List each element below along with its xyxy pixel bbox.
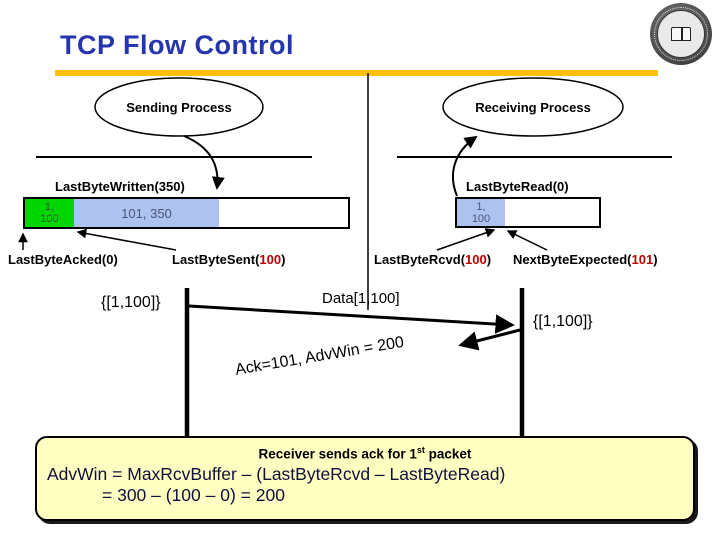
label-text: )	[486, 252, 492, 267]
receiver-buffer-box: 1, 100	[455, 197, 601, 228]
last-byte-sent-label: LastByteSent(100)	[172, 252, 285, 267]
label-value: 100	[259, 252, 282, 267]
sending-process-label: Sending Process	[126, 100, 232, 115]
advwin-formula-line: AdvWin = MaxRcvBuffer – (LastByteRcvd – …	[47, 463, 506, 484]
sender-window-label: {[1,100]}	[101, 294, 161, 311]
sender-acked-segment: 1, 100	[25, 199, 74, 227]
rcvd-pointer-arrow	[436, 228, 496, 251]
label-value: 101	[631, 252, 654, 267]
label-text: )	[653, 252, 658, 267]
sent-pointer-arrow	[76, 228, 177, 251]
title-underline	[55, 70, 658, 76]
heading-text: packet	[424, 446, 472, 462]
expected-pointer-arrow	[506, 230, 548, 251]
segment-range-line: 100	[471, 212, 491, 225]
receiver-window-label: {[1,100]}	[533, 313, 593, 330]
process-write-arrow	[183, 135, 225, 190]
university-seal-logo	[650, 3, 712, 65]
receiving-process-label: Receiving Process	[475, 100, 591, 115]
ack-message-arrow	[458, 328, 521, 351]
seal-text-ring	[654, 7, 708, 61]
label-text: LastByteRcvd(	[374, 252, 466, 267]
label-text: NextByteExpected(	[513, 252, 632, 267]
last-byte-acked-label: LastByteAcked(0)	[8, 252, 118, 267]
data-message-arrow	[188, 304, 515, 334]
label-text: )	[281, 252, 286, 267]
explanation-callout-box: Receiver sends ack for 1st packet AdvWin…	[35, 436, 695, 521]
data-message-label: Data[1,100]	[322, 290, 400, 307]
ack-message-label: Ack=101, AdvWin = 200	[234, 333, 406, 379]
page-title: TCP Flow Control	[60, 30, 294, 60]
segment-range: 101, 350	[121, 205, 172, 221]
receiver-received-segment: 1, 100	[457, 199, 505, 226]
segment-range-line: 1,	[476, 200, 486, 213]
next-byte-expected-label: NextByteExpected(101)	[513, 252, 658, 267]
label-value: 100	[465, 252, 487, 267]
callout-heading: Receiver sends ack for 1st packet	[47, 441, 683, 464]
heading-text: Receiver sends ack for 1	[258, 446, 417, 462]
advwin-result-line: = 300 – (100 – 0) = 200	[102, 484, 285, 505]
sender-buffer-box: 1, 100 101, 350	[23, 197, 350, 229]
heading-superscript: st	[416, 445, 425, 455]
segment-range-line: 1,	[44, 201, 55, 213]
last-byte-rcvd-label: LastByteRcvd(100)	[374, 252, 491, 267]
open-book-icon	[671, 27, 691, 41]
last-byte-written-label: LastByteWritten(350)	[55, 179, 185, 194]
label-text: LastByteSent(	[172, 252, 260, 267]
last-byte-read-label: LastByteRead(0)	[466, 179, 569, 194]
segment-range-line: 100	[40, 213, 59, 225]
sender-sent-segment: 101, 350	[74, 199, 219, 227]
